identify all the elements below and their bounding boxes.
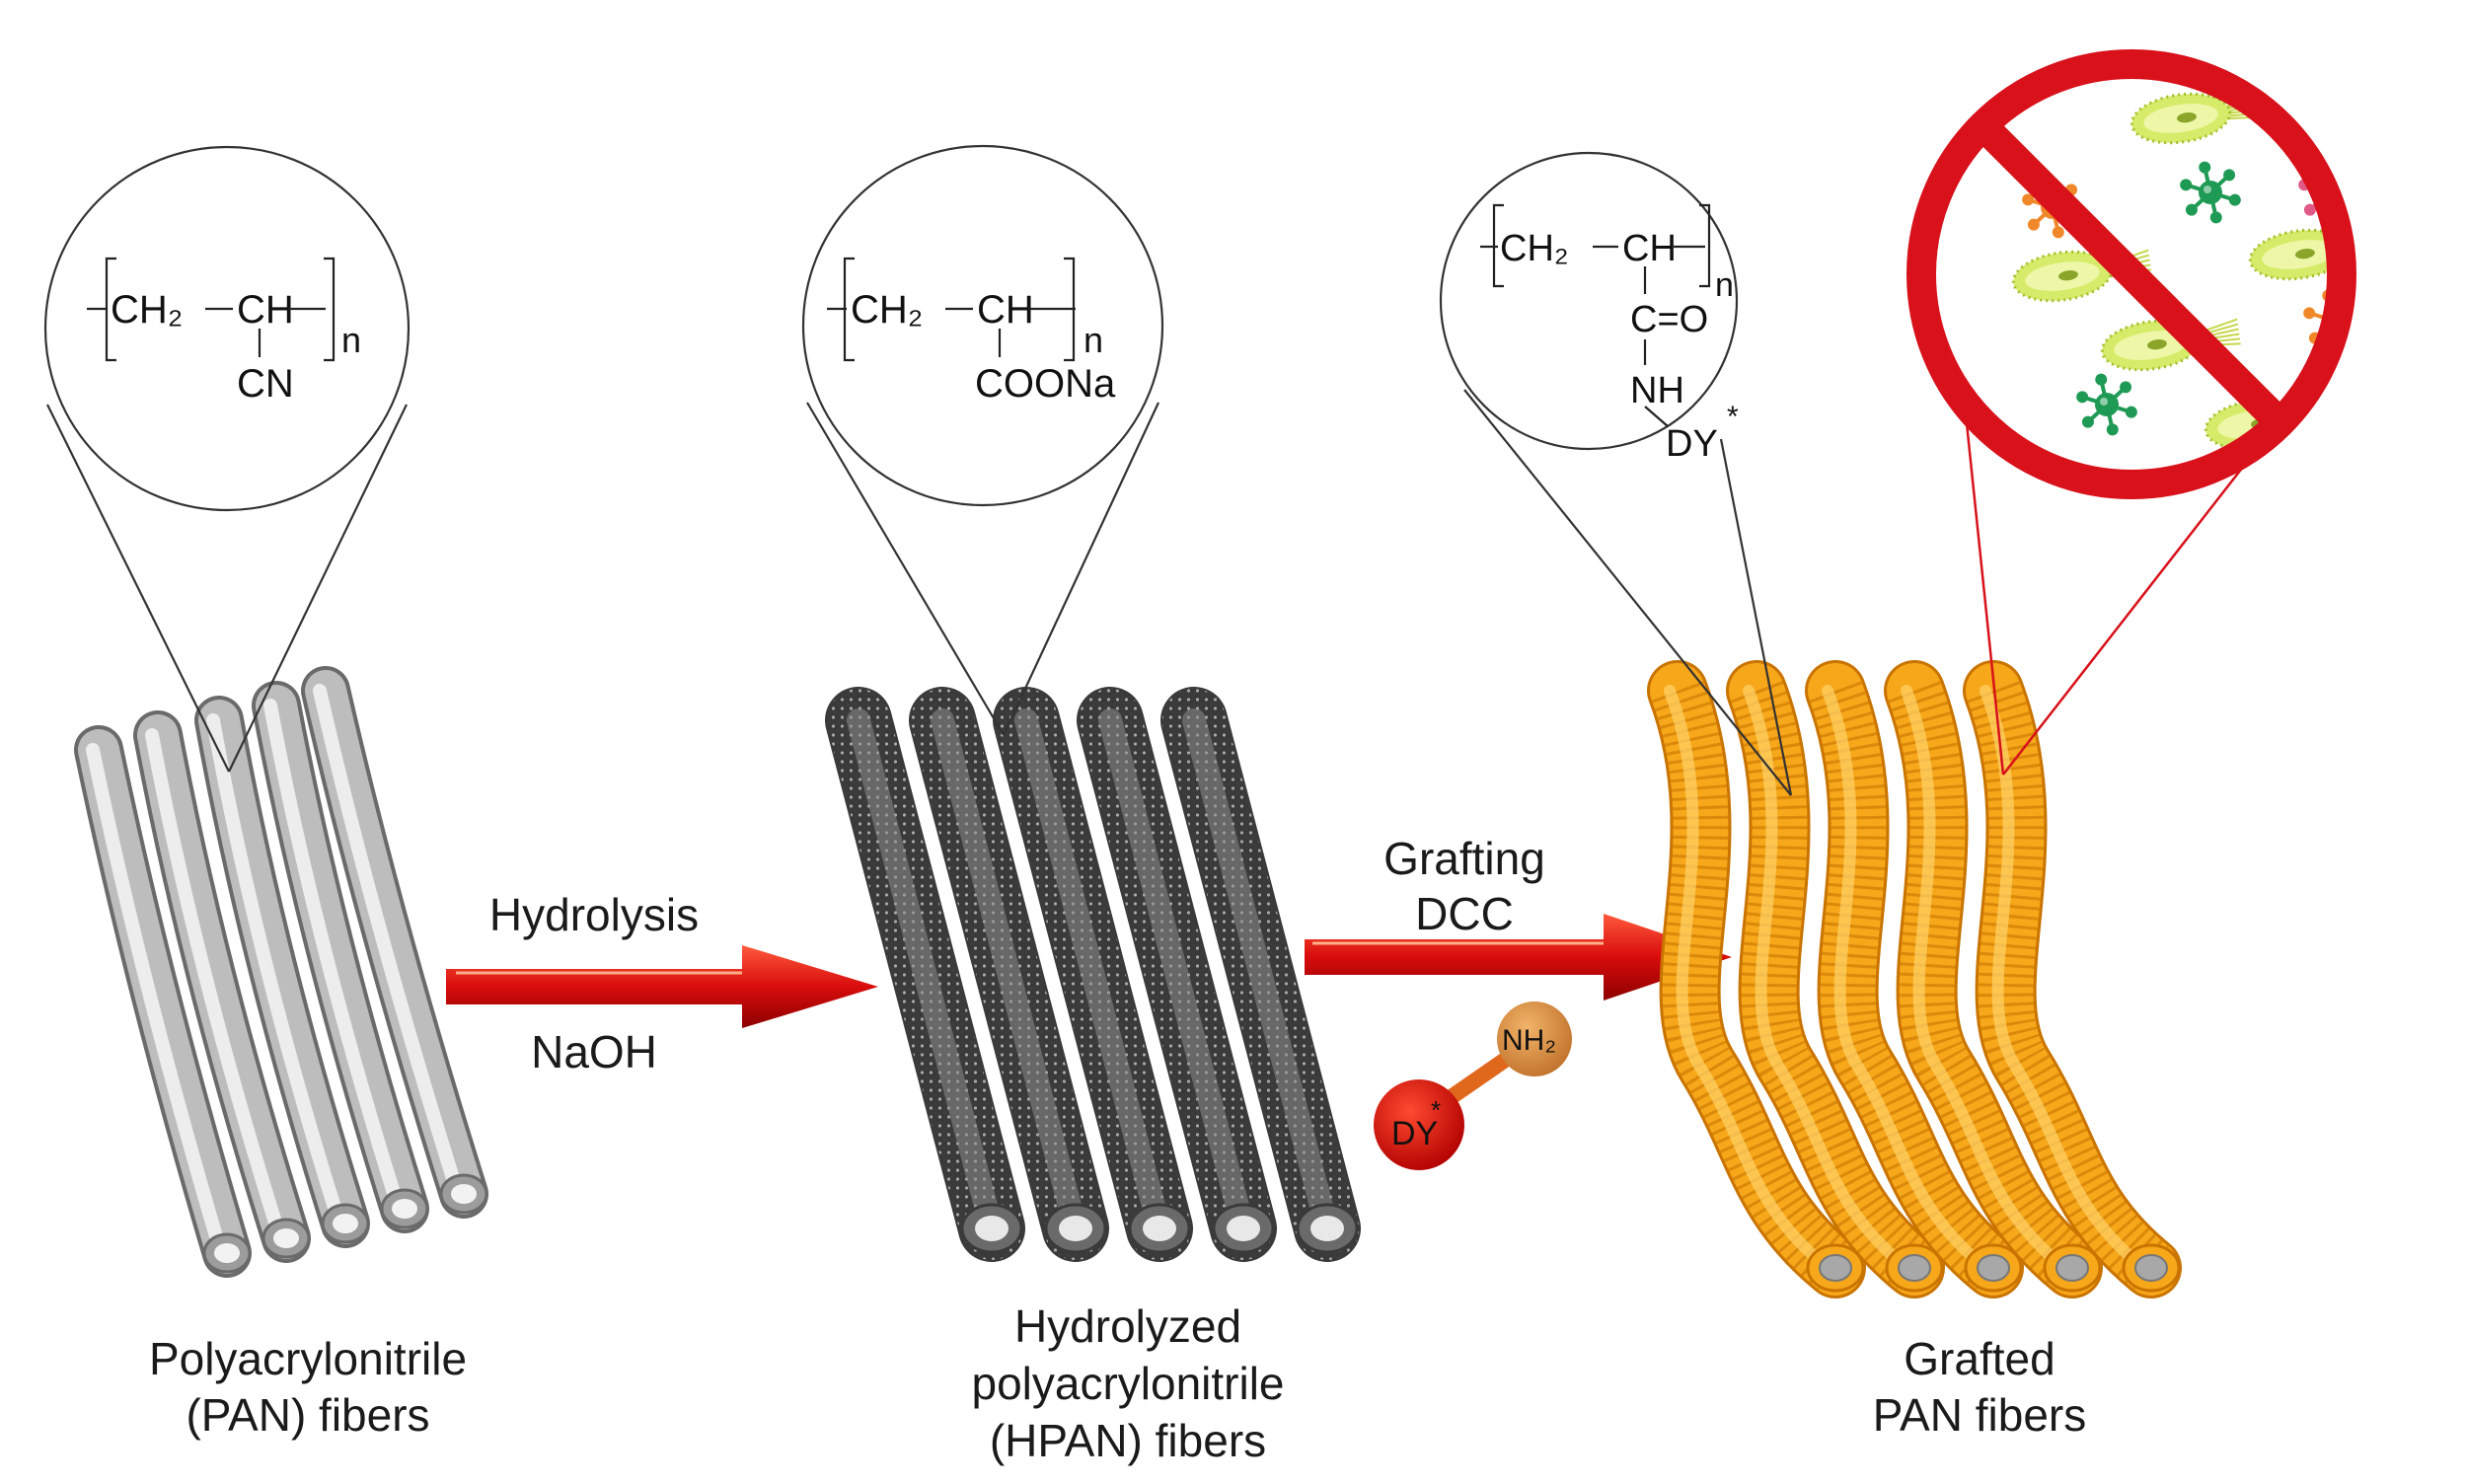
- grafted-amide-text: NH: [1630, 370, 1684, 411]
- hpan-structure: CH₂ CH n COONa: [827, 257, 1116, 406]
- grafted-caption-line2: PAN fibers: [1873, 1389, 2086, 1441]
- hpan-caption-line2: polyacrylonitrile: [971, 1358, 1284, 1409]
- hpan-caption-line1: Hydrolyzed: [1014, 1300, 1241, 1352]
- grafting-label: Grafting: [1383, 833, 1545, 884]
- hpan-zoom-callout: [801, 144, 1164, 736]
- grafting-arrow: [1305, 914, 1732, 1001]
- grafted-ch-text: CH: [1622, 228, 1677, 269]
- microbes-group: [2011, 91, 2329, 451]
- prohibition-sign-icon: [1906, 49, 2356, 499]
- bacterium-icon: [2100, 318, 2241, 372]
- pan-group-text: CN: [237, 362, 294, 406]
- hpan-ch-text: CH: [977, 288, 1034, 332]
- hydrolysis-arrow: [446, 945, 878, 1028]
- reagent-star-text: *: [1431, 1095, 1441, 1125]
- hydrolysis-label: Hydrolysis: [489, 889, 699, 940]
- pan-n-text: n: [341, 320, 361, 360]
- hpan-n-text: n: [1084, 320, 1103, 360]
- pan-structure: CH₂ CH n CN: [87, 257, 361, 406]
- dye-amine-reagent-icon: NH₂ DY *: [1374, 1002, 1572, 1170]
- grafted-structure: CH₂ CH n C=O NH DY *: [1480, 203, 1739, 465]
- hpan-group-text: COONa: [975, 362, 1116, 406]
- pan-caption-line1: Polyacrylonitrile: [149, 1333, 467, 1384]
- virus-icon: [2180, 161, 2241, 224]
- grafted-ch2-text: CH₂: [1500, 228, 1569, 269]
- naoh-label: NaOH: [531, 1026, 657, 1077]
- hpan-fiber-bundle: [825, 687, 1361, 1262]
- grafted-n-text: n: [1715, 266, 1734, 304]
- bacterium-icon: [2248, 228, 2329, 281]
- pan-ch-text: CH: [237, 288, 294, 332]
- virus-icon: [2076, 373, 2137, 436]
- grafted-star-text: *: [1727, 401, 1739, 433]
- pan-ch2-text: CH₂: [111, 288, 183, 332]
- pan-fiber-bundle: [74, 666, 488, 1278]
- pan-caption-line2: (PAN) fibers: [186, 1389, 429, 1441]
- pan-zoom-callout: [43, 145, 411, 773]
- grafted-fiber-bundle: [1647, 660, 2182, 1298]
- hpan-caption-line3: (HPAN) fibers: [990, 1415, 1266, 1466]
- grafted-zoom-callout: [1439, 151, 1793, 796]
- grafted-dye-text: DY: [1666, 423, 1718, 465]
- grafted-carbonyl-text: C=O: [1630, 299, 1708, 340]
- dcc-label: DCC: [1415, 888, 1514, 939]
- reagent-dye-text: DY: [1391, 1115, 1438, 1152]
- reagent-amine-text: NH₂: [1502, 1024, 1556, 1057]
- hpan-ch2-text: CH₂: [851, 288, 923, 332]
- grafted-caption-line1: Grafted: [1904, 1333, 2055, 1384]
